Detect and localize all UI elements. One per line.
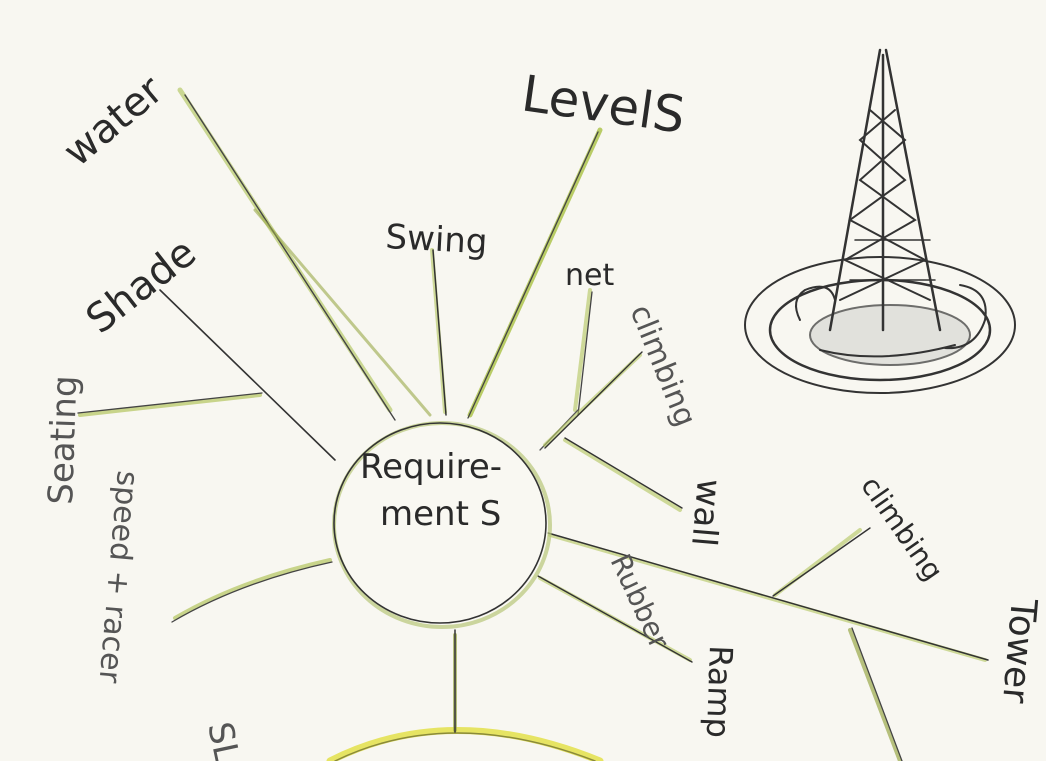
branch-speed-highlight bbox=[175, 560, 330, 618]
branch-seating bbox=[78, 393, 262, 413]
label-ramp: Ramp bbox=[699, 645, 740, 739]
branch-swing bbox=[433, 250, 446, 415]
branch-tower-spur bbox=[852, 628, 902, 761]
tower-sketch-icon bbox=[745, 50, 1015, 393]
label-seating: Seating bbox=[41, 375, 85, 506]
branch-speed bbox=[172, 562, 332, 622]
branch-shade bbox=[160, 290, 335, 460]
bottom-arc-highlight bbox=[330, 731, 600, 761]
label-tower: Tower bbox=[994, 596, 1044, 705]
label-net: net bbox=[565, 258, 614, 293]
label-rubber: Rubber bbox=[604, 549, 676, 654]
branch-water bbox=[185, 95, 395, 420]
branch-wall bbox=[565, 438, 682, 508]
branch-swing-highlight bbox=[432, 250, 445, 412]
center-label-line1: Require- bbox=[360, 447, 502, 487]
branch-seating-highlight bbox=[80, 395, 260, 415]
branches bbox=[78, 90, 988, 761]
branch-wall-highlight bbox=[565, 440, 680, 510]
center-label-line2: ment S bbox=[380, 494, 501, 534]
label-levels: LevelS bbox=[518, 64, 688, 144]
label-speed-racer: speed + racer bbox=[91, 469, 144, 685]
branch-rubber bbox=[538, 576, 692, 662]
label-shade: Shade bbox=[78, 230, 205, 343]
branch-tower-spur-highlight bbox=[850, 630, 900, 761]
label-swing: Swing bbox=[385, 217, 489, 262]
label-water: water bbox=[55, 67, 172, 176]
label-climbing: climbing bbox=[623, 300, 703, 432]
branch-climbing bbox=[545, 352, 642, 448]
label-slide: SL bbox=[199, 719, 247, 761]
label-wall: wall bbox=[683, 477, 729, 548]
branch-net-highlight bbox=[575, 290, 590, 410]
branch-climbing2 bbox=[773, 528, 870, 596]
